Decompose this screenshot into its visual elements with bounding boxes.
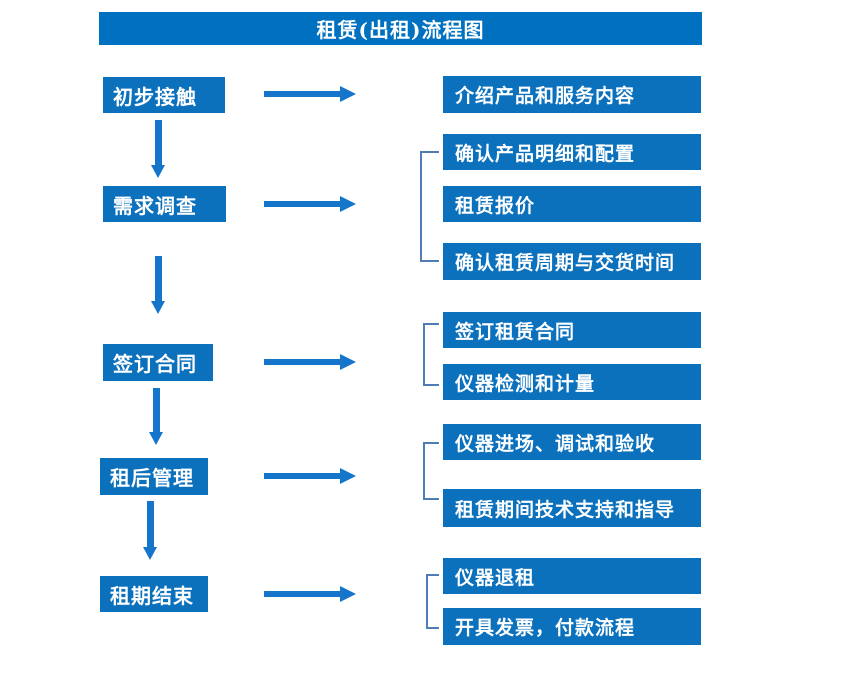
detail-label: 介绍产品和服务内容 (455, 85, 636, 107)
right-arrow-2 (264, 196, 356, 212)
detail-label: 仪器进场、调试和验收 (455, 432, 656, 455)
detail-box-rental-quotation: 租赁报价 (443, 186, 701, 222)
arrow-shaft (155, 256, 162, 301)
arrow-shaft (264, 591, 340, 597)
detail-box-sign-rental-contract: 签订租赁合同 (443, 312, 701, 348)
arrow-shaft (264, 473, 340, 479)
arrow-head-icon (340, 86, 356, 102)
step-label: 租后管理 (110, 466, 194, 490)
detail-box-technical-support: 租赁期间技术支持和指导 (443, 489, 701, 527)
right-arrow-4 (264, 468, 356, 484)
detail-box-instrument-setup-acceptance: 仪器进场、调试和验收 (443, 424, 701, 460)
arrow-shaft (264, 359, 340, 365)
detail-box-confirm-period-delivery: 确认租赁周期与交货时间 (443, 243, 701, 280)
detail-box-instrument-return: 仪器退租 (443, 558, 701, 594)
step-box-post-rental-management: 租后管理 (100, 458, 208, 495)
step-label: 签订合同 (113, 352, 197, 376)
detail-label: 确认产品明细和配置 (455, 142, 636, 165)
title-bar: 租赁(出租)流程图 (99, 12, 702, 45)
arrow-head-icon (340, 468, 356, 484)
detail-box-confirm-product-config: 确认产品明细和配置 (443, 134, 701, 170)
page-title: 租赁(出租)流程图 (316, 18, 485, 42)
detail-label: 仪器检测和计量 (455, 372, 596, 395)
step-label: 租期结束 (110, 583, 194, 608)
step-label: 初步接触 (113, 84, 197, 109)
detail-label: 签订租赁合同 (455, 320, 576, 343)
detail-box-introduce-products: 介绍产品和服务内容 (443, 76, 701, 113)
arrow-head-icon (151, 301, 165, 314)
step-box-initial-contact: 初步接触 (103, 77, 225, 113)
arrow-shaft (153, 388, 160, 432)
group-bracket-sign-contract (423, 323, 439, 386)
detail-box-instrument-inspection: 仪器检测和计量 (443, 364, 701, 400)
down-arrow-4 (143, 501, 158, 560)
group-bracket-post-rental (423, 442, 439, 500)
arrow-shaft (264, 91, 340, 97)
step-label: 需求调查 (113, 193, 197, 218)
arrow-head-icon (143, 547, 157, 560)
detail-label: 租赁期间技术支持和指导 (455, 498, 676, 521)
arrow-head-icon (340, 196, 356, 212)
right-arrow-3 (264, 354, 356, 370)
right-arrow-5 (264, 586, 356, 602)
arrow-head-icon (340, 354, 356, 370)
arrow-shaft (155, 120, 162, 165)
detail-label: 租赁报价 (455, 194, 536, 217)
arrow-head-icon (340, 586, 356, 602)
step-box-rental-end: 租期结束 (100, 576, 208, 612)
detail-label: 开具发票，付款流程 (455, 617, 636, 639)
arrow-shaft (264, 201, 340, 207)
group-bracket-rental-end (426, 574, 439, 629)
step-box-sign-contract: 签订合同 (103, 344, 213, 381)
group-bracket-demand-survey (420, 151, 439, 262)
right-arrow-1 (264, 86, 356, 102)
detail-label: 仪器退租 (455, 566, 536, 589)
down-arrow-2 (151, 256, 166, 314)
step-box-demand-survey: 需求调查 (103, 186, 226, 222)
detail-box-invoice-payment: 开具发票，付款流程 (443, 608, 701, 645)
down-arrow-3 (149, 388, 164, 445)
arrow-head-icon (151, 165, 165, 178)
arrow-head-icon (149, 432, 163, 445)
detail-label: 确认租赁周期与交货时间 (455, 252, 676, 274)
down-arrow-1 (151, 120, 166, 178)
arrow-shaft (147, 501, 154, 547)
